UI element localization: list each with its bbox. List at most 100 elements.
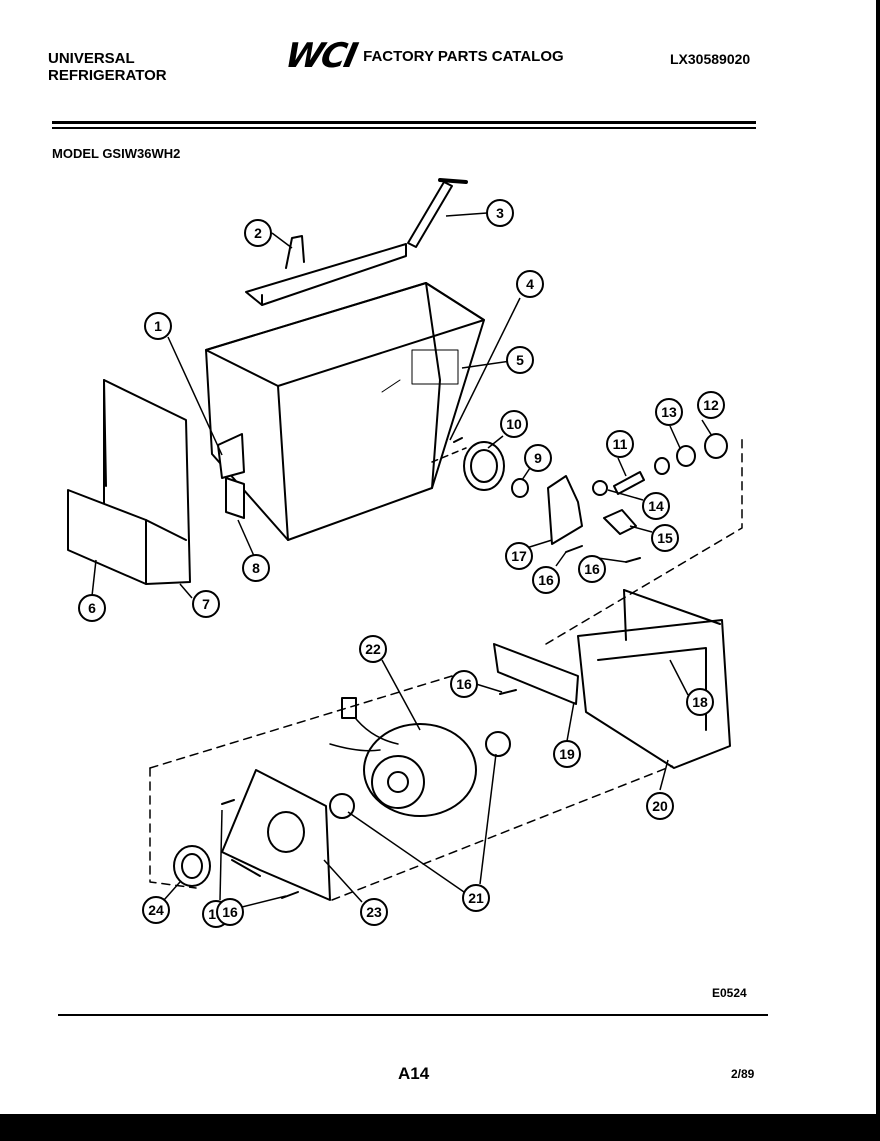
bracket-part bbox=[217, 433, 245, 479]
motor-mounting-plate bbox=[221, 769, 331, 901]
callout-circle bbox=[144, 312, 172, 340]
callout-6: 6 bbox=[78, 594, 106, 622]
callout-label: 15 bbox=[657, 530, 673, 546]
assembly-dashed-line bbox=[149, 767, 197, 889]
callout-9: 9 bbox=[524, 444, 552, 472]
frame-bottom-border bbox=[0, 1114, 880, 1141]
callout-label: 22 bbox=[365, 641, 381, 657]
callout-23: 23 bbox=[360, 898, 388, 926]
callout-8: 8 bbox=[242, 554, 270, 582]
callout-circle bbox=[646, 792, 674, 820]
callout-circle bbox=[360, 898, 388, 926]
drawing-code: E0524 bbox=[712, 986, 747, 1000]
assembly-dashed-line bbox=[545, 437, 743, 645]
callout-7: 7 bbox=[192, 590, 220, 618]
callout-circle bbox=[242, 554, 270, 582]
front-panel bbox=[67, 379, 191, 585]
callout-circle bbox=[505, 542, 533, 570]
footer-rule bbox=[58, 1014, 768, 1016]
catalog-header: WCI FACTORY PARTS CATALOG bbox=[282, 36, 564, 76]
callout-circle bbox=[697, 391, 725, 419]
callout-circle bbox=[516, 270, 544, 298]
callout-circle bbox=[506, 346, 534, 374]
callout-label: 16 bbox=[456, 676, 472, 692]
callout-label: 11 bbox=[613, 436, 628, 452]
clip-part bbox=[225, 477, 245, 519]
assembly-dashed-line bbox=[331, 765, 673, 901]
callout-label: 23 bbox=[366, 904, 382, 920]
callout-circle bbox=[450, 670, 478, 698]
callout-16: 16 bbox=[578, 555, 606, 583]
callout-24: 24 bbox=[142, 896, 170, 924]
screw bbox=[499, 689, 517, 695]
drive-gear bbox=[453, 437, 505, 491]
brand-line-1: UNIVERSAL bbox=[48, 50, 135, 67]
assembly-dashed-line bbox=[149, 675, 453, 769]
callout-5: 5 bbox=[506, 346, 534, 374]
callout-circle bbox=[578, 555, 606, 583]
callout-label: 24 bbox=[148, 902, 164, 918]
drive-motor bbox=[329, 697, 477, 817]
callout-circle bbox=[216, 898, 244, 926]
motor-gear-right bbox=[485, 731, 511, 757]
small-gear bbox=[511, 478, 529, 498]
callout-label: 5 bbox=[516, 352, 524, 368]
ice-deflector bbox=[245, 235, 407, 306]
callout-label: 21 bbox=[468, 890, 484, 906]
callout-label: 20 bbox=[652, 798, 668, 814]
callout-circle bbox=[142, 896, 170, 924]
screw bbox=[221, 799, 235, 805]
callout-circle bbox=[486, 199, 514, 227]
screw bbox=[565, 545, 583, 553]
callout-label: 7 bbox=[202, 596, 210, 612]
callout-20: 20 bbox=[646, 792, 674, 820]
callout-4: 4 bbox=[516, 270, 544, 298]
callout-circle bbox=[500, 410, 528, 438]
callout-label: 1 bbox=[154, 318, 162, 334]
callout-19: 19 bbox=[553, 740, 581, 768]
callout-circle bbox=[359, 635, 387, 663]
coupler-assembly bbox=[592, 433, 728, 535]
callout-21: 21 bbox=[462, 884, 490, 912]
callout-label: 3 bbox=[496, 205, 504, 221]
callout-circle bbox=[651, 524, 679, 552]
callout-label: 18 bbox=[692, 694, 708, 710]
callout-label: 10 bbox=[506, 416, 522, 432]
callout-2: 2 bbox=[244, 219, 272, 247]
screw bbox=[625, 557, 641, 563]
callout-label: 2 bbox=[254, 225, 262, 241]
header-rule-top bbox=[52, 121, 756, 124]
callout-circle bbox=[606, 430, 634, 458]
ice-bucket bbox=[205, 282, 485, 541]
brand-block: UNIVERSAL REFRIGERATOR bbox=[48, 50, 167, 84]
callout-circle bbox=[642, 492, 670, 520]
assembly-dashed-line bbox=[431, 447, 467, 463]
callout-label: 8 bbox=[252, 560, 260, 576]
catalog-title: FACTORY PARTS CATALOG bbox=[363, 47, 564, 65]
callout-label: 9 bbox=[534, 450, 542, 466]
callout-label: 14 bbox=[648, 498, 664, 514]
callout-16: 16 bbox=[216, 898, 244, 926]
callout-label: 19 bbox=[559, 746, 575, 762]
callout-10: 10 bbox=[500, 410, 528, 438]
callout-22: 22 bbox=[359, 635, 387, 663]
callout-16: 16 bbox=[450, 670, 478, 698]
callout-label: 16 bbox=[584, 561, 600, 577]
callout-11: 11 bbox=[606, 430, 634, 458]
callout-circle bbox=[553, 740, 581, 768]
callout-circle bbox=[462, 884, 490, 912]
callout-circle bbox=[532, 566, 560, 594]
callout-circle bbox=[686, 688, 714, 716]
callout-3: 3 bbox=[486, 199, 514, 227]
page-number: A14 bbox=[398, 1064, 430, 1083]
callout-label: 12 bbox=[703, 397, 719, 413]
callout-18: 18 bbox=[686, 688, 714, 716]
callout-14: 14 bbox=[642, 492, 670, 520]
mounting-bracket bbox=[547, 475, 583, 545]
callout-label: 6 bbox=[88, 600, 96, 616]
callout-circle bbox=[192, 590, 220, 618]
callout-circle bbox=[524, 444, 552, 472]
callout-label: 16 bbox=[538, 572, 554, 588]
callout-16: 16 bbox=[532, 566, 560, 594]
